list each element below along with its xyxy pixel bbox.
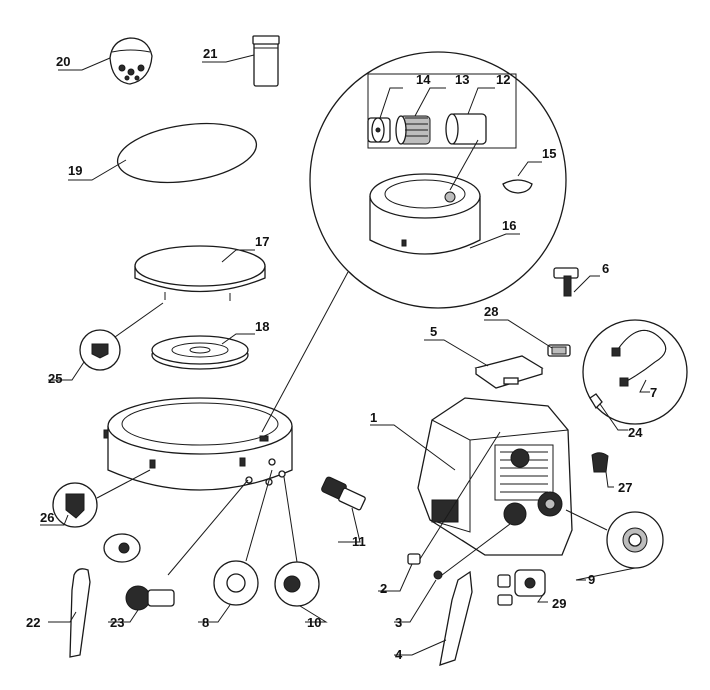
callout-13: 13: [455, 72, 469, 87]
callout-2: 2: [380, 581, 387, 596]
callout-15: 15: [542, 146, 556, 161]
callout-26: 26: [40, 510, 54, 525]
callout-labels: 20 21 19 14 13 12 15 16 17 18 25 6 28 5 …: [26, 46, 657, 662]
callout-10: 10: [307, 615, 321, 630]
callout-6: 6: [602, 261, 609, 276]
callout-7: 7: [650, 385, 657, 400]
callout-16: 16: [502, 218, 516, 233]
callout-22: 22: [26, 615, 40, 630]
callout-11: 11: [352, 534, 366, 549]
part-4-handle: [439, 570, 473, 666]
part-20-float-cap: [109, 37, 153, 85]
callout-12: 12: [496, 72, 510, 87]
part-8-washer: [213, 469, 273, 606]
part-19-cover: [116, 122, 258, 184]
part-18-base-plate: [151, 335, 249, 370]
callout-8: 8: [202, 615, 209, 630]
part-2-3-screws: [407, 431, 511, 580]
callout-21: 21: [203, 46, 217, 61]
part-11-connector: [321, 476, 366, 511]
part-25-clip-detail: [79, 302, 164, 371]
part-7-hose-detail: [582, 319, 688, 425]
part-17-top-cover: [134, 245, 266, 301]
callout-24: 24: [628, 425, 643, 440]
callout-25: 25: [48, 371, 62, 386]
callout-leaders: [40, 54, 650, 656]
callout-17: 17: [255, 234, 269, 249]
part-5-lid: [474, 355, 544, 389]
callout-1: 1: [370, 410, 377, 425]
callout-4: 4: [395, 647, 403, 662]
part-21-bottle: [252, 35, 280, 87]
part-6-valve: [553, 267, 579, 297]
part-1-pump-housing: [417, 397, 573, 556]
filter-detail-circle: [261, 51, 567, 433]
part-27-cap: [591, 452, 609, 473]
callout-14: 14: [416, 72, 431, 87]
callout-19: 19: [68, 163, 82, 178]
callout-5: 5: [430, 324, 437, 339]
pool-ring-body: [103, 397, 293, 491]
callout-18: 18: [255, 319, 269, 334]
callout-28: 28: [484, 304, 498, 319]
callout-29: 29: [552, 596, 566, 611]
part-10-plug: [274, 476, 320, 607]
callout-20: 20: [56, 54, 70, 69]
part-26-clip-detail: [52, 469, 151, 528]
callout-9: 9: [588, 572, 595, 587]
callout-23: 23: [110, 615, 124, 630]
part-28-fitting: [547, 344, 571, 357]
part-9-seal-ring: [565, 509, 664, 569]
callout-27: 27: [618, 480, 632, 495]
callout-3: 3: [395, 615, 402, 630]
part-22-wrench: [69, 568, 91, 658]
part-29-pump: [497, 569, 546, 606]
